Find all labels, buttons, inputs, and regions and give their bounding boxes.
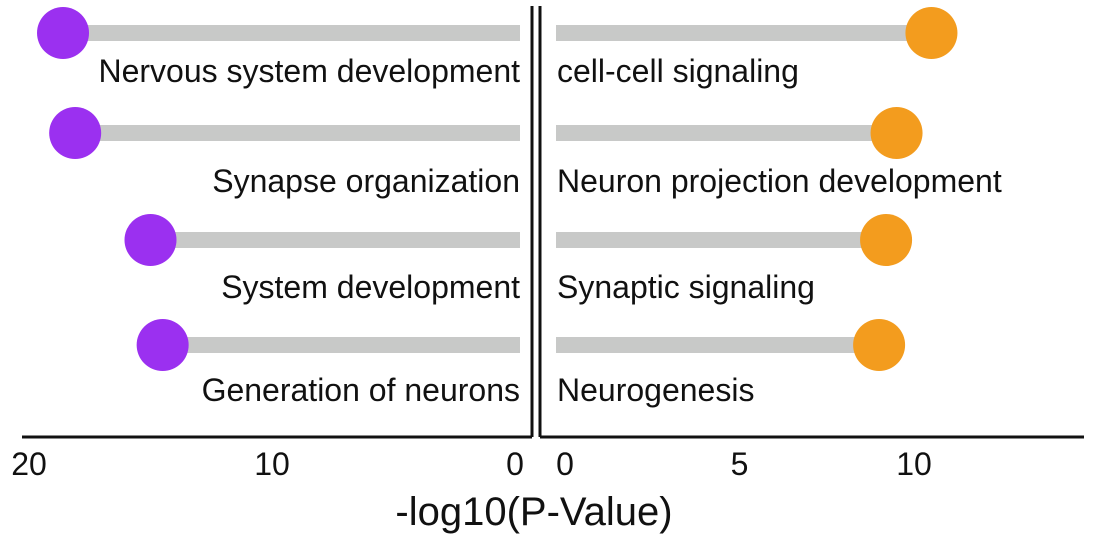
x-tick-label: 5 (731, 446, 749, 482)
category-label: Synaptic signaling (557, 269, 815, 305)
data-point (870, 107, 923, 159)
x-tick-label: 0 (506, 446, 524, 482)
data-point (37, 7, 90, 59)
category-label: System development (221, 269, 520, 305)
category-label: Synapse organization (212, 163, 520, 199)
x-tick-label: 10 (254, 446, 290, 482)
category-label: Nervous system development (98, 53, 520, 89)
category-label: Neurogenesis (557, 372, 754, 408)
category-label: Neuron projection development (557, 163, 1002, 199)
data-point (905, 7, 958, 59)
x-tick-label: 20 (11, 446, 47, 482)
x-tick-label: 10 (896, 446, 932, 482)
data-point (49, 107, 102, 159)
data-point (124, 214, 177, 266)
category-label: cell-cell signaling (557, 53, 799, 89)
x-axis-title: -log10(P-Value) (395, 490, 672, 534)
data-point (860, 214, 913, 266)
category-label: Generation of neurons (202, 372, 520, 408)
x-tick-label: 0 (556, 446, 574, 482)
data-point (853, 319, 906, 371)
data-point (136, 319, 189, 371)
